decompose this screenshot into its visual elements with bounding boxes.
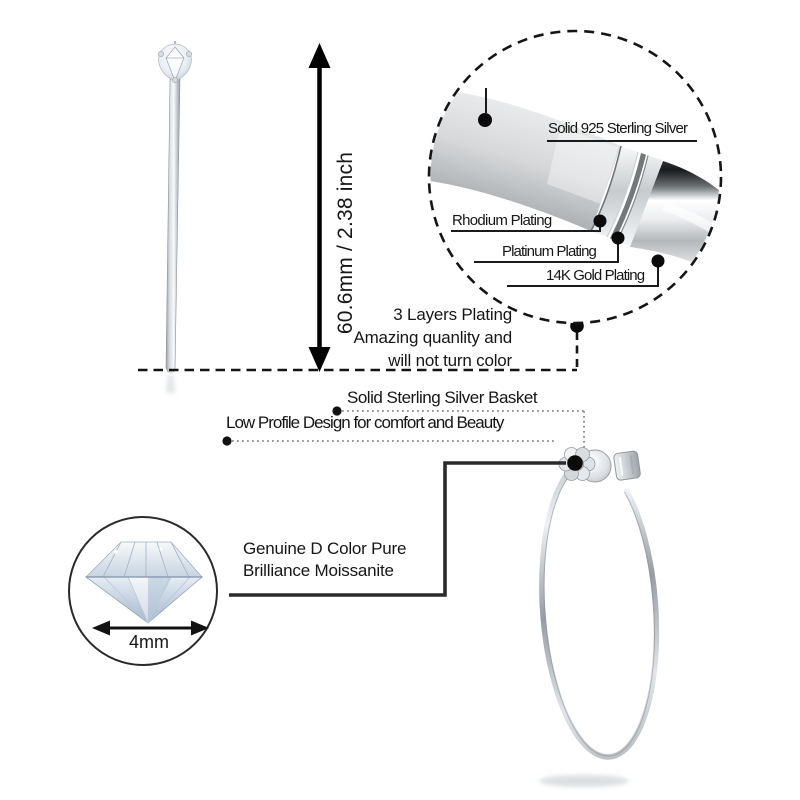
stone-callout-line [229, 455, 583, 597]
stone-label-line1: Genuine D Color Pure [243, 539, 407, 558]
plating-note: 3 Layers Plating Amazing quanlity and wi… [353, 303, 512, 372]
rhodium-plating-label: Rhodium Plating [452, 212, 552, 229]
arrowhead-down [308, 347, 331, 372]
tube-cross-section [430, 88, 720, 278]
magnifier-circle [427, 29, 723, 325]
plating-note-line2: Amazing quanlity and [353, 328, 512, 347]
stone-label-line2: Brilliance Moissanite [243, 561, 394, 580]
hoop-earring-image [539, 447, 660, 787]
marker-dot [567, 455, 583, 471]
plating-note-line3: will not turn color [388, 351, 512, 370]
arrowhead-up [308, 43, 331, 68]
sterling-silver-label: Solid 925 Sterling Silver [548, 120, 688, 137]
moissanite-gem-image [84, 541, 204, 624]
marker-dot [332, 406, 342, 416]
pin-gem [158, 41, 192, 83]
butterfly-back [613, 450, 641, 481]
platinum-plating-label: Platinum Plating [502, 243, 597, 260]
pin-earring-image [158, 41, 192, 393]
magnifier-dots [478, 113, 665, 268]
plating-note-line1: 3 Layers Plating [393, 305, 512, 324]
rhodium-band [591, 146, 638, 237]
feature-connectors [227, 410, 585, 448]
marker-dot [222, 436, 232, 446]
platinum-leader [474, 240, 619, 263]
basket-label: Solid Sterling Silver Basket [347, 388, 538, 407]
stone-size-arrow [92, 620, 209, 636]
height-arrow [308, 43, 331, 372]
comfort-label: Low Profile Design for comfort and Beaut… [226, 413, 504, 432]
gold-leader [507, 263, 659, 287]
pin-reflection [166, 374, 175, 393]
hoop-shadow [539, 775, 629, 787]
stone-label: Genuine D Color Pure Brilliance Moissani… [243, 538, 406, 582]
gold-plating-label: 14K Gold Plating [546, 267, 645, 284]
hoop-wire [539, 468, 660, 760]
platinum-band [617, 155, 662, 246]
stone-size-label: 4mm [129, 632, 169, 652]
